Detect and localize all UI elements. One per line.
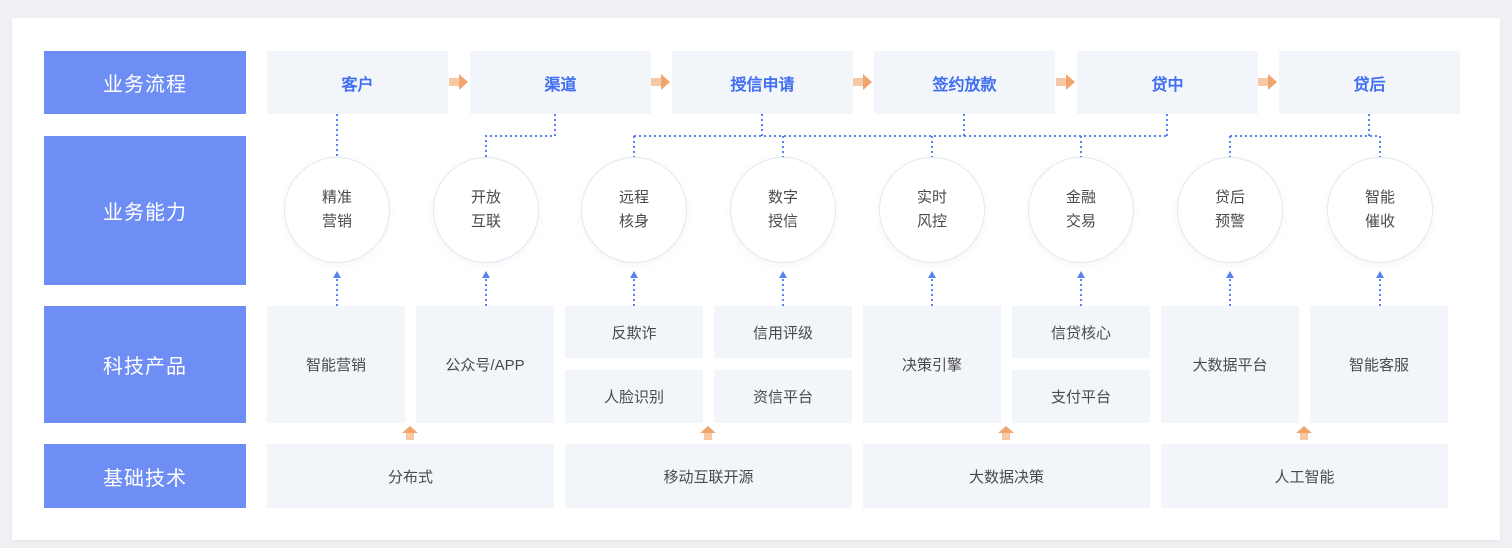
capability-line2: 催收 xyxy=(1364,213,1395,230)
up-arrow-icon xyxy=(1296,426,1312,440)
capability-line1: 金融 xyxy=(1065,189,1096,206)
product-credit-rating: 信用评级 xyxy=(714,306,852,358)
product-decision-engine: 决策引擎 xyxy=(863,306,1001,423)
capability-line2: 核身 xyxy=(618,213,649,230)
flow-arrow-icon xyxy=(853,74,872,90)
flow-step-channel: 渠道 xyxy=(470,51,651,114)
product-smart-customer-service: 智能客服 xyxy=(1310,306,1448,423)
capability-line2: 营销 xyxy=(321,213,352,230)
capability-line2: 风控 xyxy=(916,213,947,230)
flow-step-post-loan: 贷后 xyxy=(1279,51,1460,114)
capability-line1: 开放 xyxy=(470,189,501,206)
row-label-tech: 基础技术 xyxy=(44,444,246,508)
flow-step-signing-lending: 签约放款 xyxy=(874,51,1055,114)
capability-line2: 授信 xyxy=(767,213,798,230)
flow-arrow-icon xyxy=(1258,74,1277,90)
capability-line1: 数字 xyxy=(767,189,798,206)
capability-line2: 交易 xyxy=(1065,213,1096,230)
capability-open-interconnect: 开放 互联 xyxy=(433,157,539,263)
capability-line1: 远程 xyxy=(618,189,649,206)
capability-line1: 智能 xyxy=(1364,189,1395,206)
product-credit-platform: 资信平台 xyxy=(714,370,852,423)
flow-arrow-icon xyxy=(449,74,468,90)
row-label-product: 科技产品 xyxy=(44,306,246,423)
product-anti-fraud: 反欺诈 xyxy=(565,306,703,358)
capability-remote-verification: 远程 核身 xyxy=(581,157,687,263)
capability-line2: 预警 xyxy=(1214,213,1245,230)
capability-line1: 实时 xyxy=(916,189,947,206)
row-label-process: 业务流程 xyxy=(44,51,246,114)
capability-realtime-risk: 实时 风控 xyxy=(879,157,985,263)
row-label-capability: 业务能力 xyxy=(44,136,246,285)
product-credit-core: 信贷核心 xyxy=(1012,306,1150,358)
flow-arrow-icon xyxy=(651,74,670,90)
product-payment-platform: 支付平台 xyxy=(1012,370,1150,423)
up-arrow-icon xyxy=(402,426,418,440)
tech-bigdata-decision: 大数据决策 xyxy=(863,444,1150,508)
capability-precise-marketing: 精准 营销 xyxy=(284,157,390,263)
tech-distributed: 分布式 xyxy=(267,444,554,508)
flow-step-credit-application: 授信申请 xyxy=(672,51,853,114)
flow-arrow-icon xyxy=(1056,74,1075,90)
capability-financial-transaction: 金融 交易 xyxy=(1028,157,1134,263)
flow-step-customer: 客户 xyxy=(267,51,448,114)
product-official-account-app: 公众号/APP xyxy=(416,306,554,423)
flow-step-in-loan: 贷中 xyxy=(1077,51,1258,114)
up-arrow-icon xyxy=(700,426,716,440)
capability-digital-credit: 数字 授信 xyxy=(730,157,836,263)
capability-smart-collection: 智能 催收 xyxy=(1327,157,1433,263)
tech-artificial-intelligence: 人工智能 xyxy=(1161,444,1448,508)
up-arrow-icon xyxy=(998,426,1014,440)
capability-line1: 精准 xyxy=(321,189,352,206)
capability-line2: 互联 xyxy=(470,213,501,230)
capability-post-loan-warning: 贷后 预警 xyxy=(1177,157,1283,263)
tech-mobile-internet-open-source: 移动互联开源 xyxy=(565,444,852,508)
product-smart-marketing: 智能营销 xyxy=(267,306,405,423)
product-bigdata-platform: 大数据平台 xyxy=(1161,306,1299,423)
capability-line1: 贷后 xyxy=(1214,189,1245,206)
product-face-recognition: 人脸识别 xyxy=(565,370,703,423)
